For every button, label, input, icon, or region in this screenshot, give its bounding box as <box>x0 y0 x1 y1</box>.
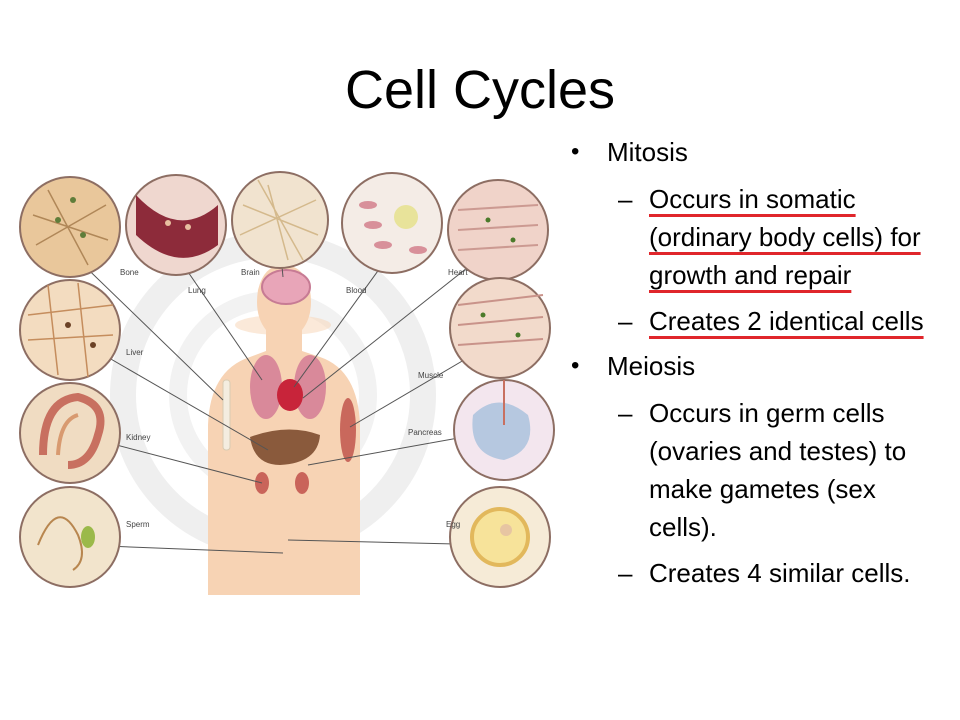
sub-bullet-mitosis-2-text: Creates 2 identical cells <box>649 306 924 336</box>
arm-muscle <box>340 398 356 462</box>
dash-icon: – <box>618 558 633 588</box>
sub-bullet-mitosis-2: – Creates 2 identical cells <box>570 302 950 340</box>
label-liver: Liver <box>126 348 144 357</box>
cell-circle-brain <box>231 171 329 269</box>
label-blood: Blood <box>346 286 366 295</box>
label-sperm: Sperm <box>126 520 150 529</box>
bullet-mitosis-text: Mitosis <box>607 137 688 167</box>
left-lung <box>250 355 282 419</box>
cell-circle-pancreas <box>453 379 555 481</box>
cell-circle-bone <box>19 176 121 278</box>
cell-circle-egg <box>449 486 551 588</box>
cell-circle-muscle <box>449 277 551 379</box>
bullet-meiosis-text: Meiosis <box>607 351 696 381</box>
cell-circle-heart <box>447 179 549 281</box>
brain-organ <box>261 269 311 305</box>
label-pancreas: Pancreas <box>408 428 442 437</box>
bullet-dot-icon: • <box>571 352 580 379</box>
sub-bullet-meiosis-2-text: Creates 4 similar cells. <box>649 558 911 588</box>
cell-types-illustration: Bone Lung Brain Blood Heart Liver Muscle… <box>19 171 555 595</box>
label-heart: Heart <box>448 268 468 277</box>
bullet-dot-icon: • <box>571 138 580 165</box>
cell-circle-blood <box>341 172 443 274</box>
sub-bullet-meiosis-1-text: Occurs in germ cells (ovaries and testes… <box>649 398 907 542</box>
arm-bone <box>222 379 231 451</box>
liver-organ <box>250 429 320 465</box>
right-kidney <box>295 472 309 494</box>
heart-organ <box>277 379 303 411</box>
dash-icon: – <box>618 398 633 428</box>
dash-icon: – <box>618 306 633 336</box>
bullet-list: • Mitosis – Occurs in somatic (ordinary … <box>570 134 950 600</box>
bullet-meiosis: • Meiosis <box>570 348 950 384</box>
sub-bullet-mitosis-1: – Occurs in somatic (ordinary body cells… <box>570 180 950 294</box>
label-brain: Brain <box>241 268 260 277</box>
cell-circle-sperm <box>19 486 121 588</box>
slide-title: Cell Cycles <box>344 60 616 120</box>
sub-bullet-mitosis-1-text: Occurs in somatic (ordinary body cells) … <box>649 184 921 290</box>
sub-bullet-meiosis-2: – Creates 4 similar cells. <box>570 554 950 592</box>
right-lung <box>294 355 326 419</box>
cell-circle-blood-vessel <box>125 174 227 276</box>
bullet-mitosis: • Mitosis <box>570 134 950 170</box>
dash-icon: – <box>618 184 633 214</box>
label-egg: Egg <box>446 520 460 529</box>
sub-bullet-meiosis-1: – Occurs in germ cells (ovaries and test… <box>570 394 950 546</box>
label-kidney: Kidney <box>126 433 150 442</box>
cell-circle-liver <box>19 279 121 381</box>
cell-circle-kidney <box>19 382 121 484</box>
label-muscle: Muscle <box>418 371 444 380</box>
label-bone: Bone <box>120 268 139 277</box>
label-lung: Lung <box>188 286 206 295</box>
